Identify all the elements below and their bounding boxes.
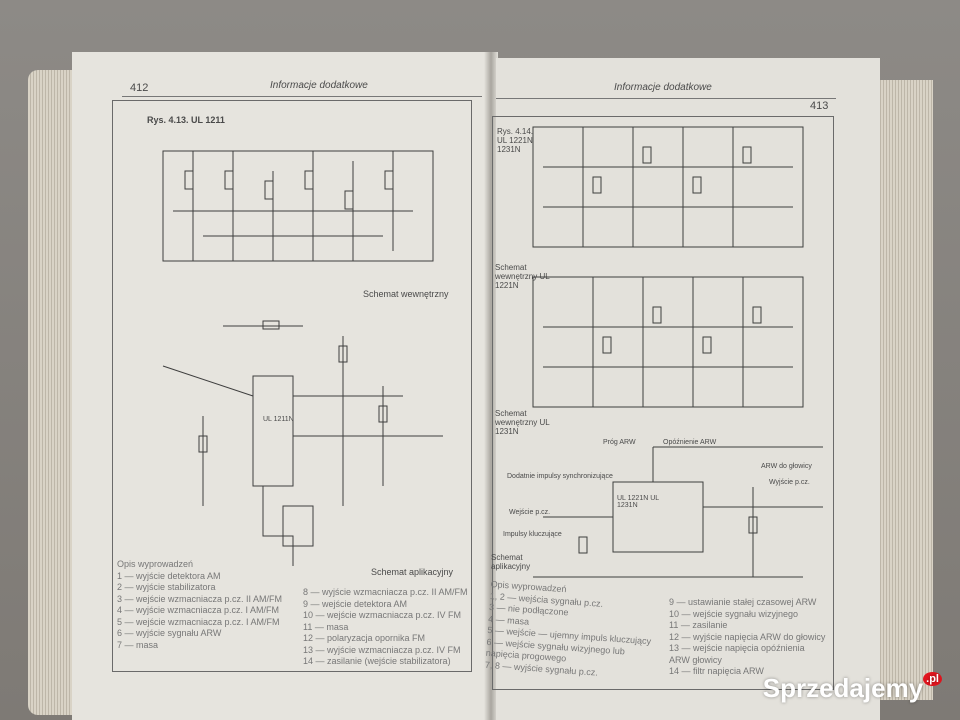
page-number: 413: [810, 100, 829, 112]
pin-description-left: Opis wyprowadzeń 1, 2 — wejścia sygnału …: [485, 579, 655, 682]
label-keying-pulses: Impulsy kluczujące: [503, 531, 562, 538]
right-page: Informacje dodatkowe 413 Rys. 4.14. UL 1…: [485, 58, 880, 720]
label-if-output: Wyjście p.cz.: [769, 479, 810, 486]
internal-schematic-1231: [532, 276, 804, 408]
caption-internal-1: Schemat wewnętrzny UL 1221N: [495, 263, 550, 290]
page-edges-right: [878, 80, 933, 700]
pin-item: 8 — wyjście wzmacniacza p.cz. II AM/FM: [303, 587, 468, 597]
pin-item: 12 — wyjście napięcia ARW do głowicy: [669, 631, 826, 642]
page-header: Informacje dodatkowe: [270, 80, 368, 91]
pin-item: 13 — wyjście wzmacniacza p.cz. IV FM: [303, 644, 461, 655]
watermark-logo: Sprzedajemy.pl: [762, 672, 942, 704]
book-gutter: [484, 52, 498, 720]
label-delay-arw: Opóźnienie ARW: [663, 439, 717, 446]
caption-internal: Schemat wewnętrzny: [363, 289, 449, 299]
pin-description-right: 8 — wyjście wzmacniacza p.cz. II AM/FM 9…: [303, 587, 468, 668]
watermark-suffix: .pl: [923, 672, 942, 686]
caption-internal-2: Schemat wewnętrzny UL 1231N: [495, 409, 550, 436]
ic-label: UL 1221N UL 1231N: [617, 495, 659, 509]
page-header: Informacje dodatkowe: [614, 82, 712, 93]
watermark-text: Sprzedajemy: [762, 673, 924, 703]
pin-item: 7 — masa: [117, 639, 159, 650]
left-page: 412 Informacje dodatkowe Rys. 4.13. UL 1…: [72, 52, 492, 720]
pin-item: 13 — wejście napięcia opóźnienia ARW gło…: [669, 643, 805, 665]
application-schematic: [533, 446, 823, 578]
pin-item: 6 — wyjście sygnału ARW: [117, 628, 222, 638]
page-edges-left: [28, 70, 80, 715]
caption-application: Schemat aplikacyjny: [371, 567, 454, 577]
pin-item: 11 — zasilanie: [669, 620, 728, 630]
internal-schematic: [162, 150, 434, 262]
label-sync-pulses: Dodatnie impulsy synchronizujące: [507, 473, 613, 480]
figure-title: Rys. 4.14. UL 1221N 1231N: [497, 127, 534, 154]
pin-item: 9 — wejście detektora AM: [303, 598, 408, 609]
pin-item: 5 — wejście wzmacniacza p.cz. I AM/FM: [117, 616, 280, 627]
header-rule: [122, 96, 482, 97]
ic-label: UL 1211N: [263, 416, 294, 423]
label-threshold-arw: Próg ARW: [603, 439, 636, 446]
pin-item: 4 — wyjście wzmacniacza p.cz. I AM/FM: [117, 605, 280, 615]
pin-description-right: 9 — ustawianie stałej czasowej ARW 10 — …: [669, 597, 825, 678]
figure-frame: Rys. 4.13. UL 1211 Schemat wewnętrzny UL…: [112, 100, 472, 672]
pin-item: 9 — ustawianie stałej czasowej ARW: [669, 597, 817, 607]
pin-item: 12 — polaryzacja opornika FM: [303, 633, 426, 643]
pin-item: 3 — wejście wzmacniacza p.cz. II AM/FM: [117, 593, 283, 604]
pin-item: 14 — filtr napięcia ARW: [669, 666, 764, 676]
figure-frame: Rys. 4.14. UL 1221N 1231N Schemat wewnęt…: [485, 116, 834, 690]
pin-item: 2 — wyjście stabilizatora: [117, 582, 216, 592]
pin-item: 10 — wejście sygnału wizyjnego: [669, 608, 799, 619]
application-schematic: [162, 320, 443, 566]
page-number: 412: [130, 82, 149, 94]
label-arw-to-head: ARW do głowicy: [761, 463, 812, 470]
pin-description-left: Opis wyprowadzeń 1 — wyjście detektora A…: [117, 559, 282, 651]
caption-application: Schemat aplikacyjny: [491, 553, 531, 571]
figure-title: Rys. 4.13. UL 1211: [147, 115, 225, 125]
header-rule: [496, 98, 836, 99]
pin-item: 14 — zasilanie (wejście stabilizatora): [303, 656, 451, 666]
pin-item: 1 — wyjście detektora AM: [117, 570, 221, 581]
internal-schematic-1221: [532, 126, 804, 248]
pin-item: 10 — wejście wzmacniacza p.cz. IV FM: [303, 610, 462, 620]
pin-desc-title: Opis wyprowadzeń: [117, 559, 194, 569]
pin-item: 11 — masa: [303, 621, 349, 632]
label-if-input: Wejście p.cz.: [509, 509, 551, 516]
